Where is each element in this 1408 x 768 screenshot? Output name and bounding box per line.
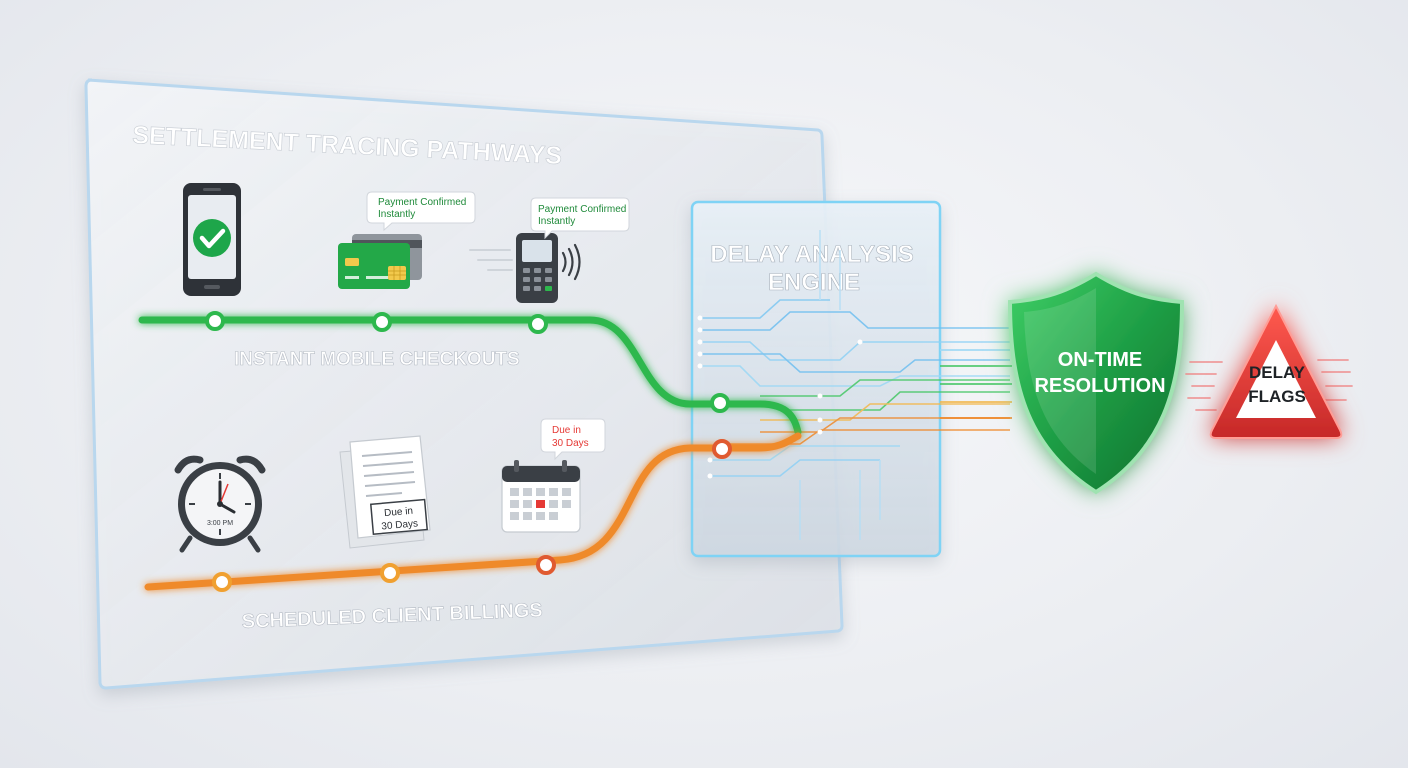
warning-triangle-icon: DELAY FLAGS: [1185, 303, 1353, 439]
scheduled-path-line: [144, 432, 802, 591]
due-bubble-line2: 30 Days: [552, 438, 589, 449]
clock-time: 3:00 PM: [207, 520, 233, 527]
warning-label-line1: DELAY: [1249, 363, 1306, 382]
instant-node-2: [372, 312, 392, 332]
output-traces: [940, 349, 1012, 419]
credit-card-icon: [338, 234, 422, 289]
invoice-stamp-line1: Due in: [384, 506, 414, 519]
instant-path: INSTANT MOBILE CHECKOUTS: [138, 311, 802, 436]
instant-path-label: INSTANT MOBILE CHECKOUTS: [234, 349, 520, 370]
phone-check-icon: [183, 183, 241, 296]
shield-icon: ON-TIME RESOLUTION: [1007, 271, 1185, 495]
payment-confirmed-bubble-2: Payment Confirmed Instantly: [530, 197, 630, 240]
circuit-traces: [700, 230, 1010, 540]
payment-confirmed-bubble-1: Payment Confirmed Instantly: [366, 191, 476, 232]
instant-node-3: [528, 314, 548, 334]
engine-title-line2: ENGINE: [768, 269, 860, 296]
engine-title-line1: DELAY ANALYSIS: [710, 241, 914, 268]
instant-node-4: [710, 393, 730, 413]
invoice-stamp-line2: 30 Days: [381, 518, 419, 532]
bubble-1-line1: Payment Confirmed: [378, 197, 466, 208]
circuit-nodes: [697, 315, 863, 479]
settlement-panel: SETTLEMENT TRACING PATHWAYS: [84, 78, 844, 690]
alarm-clock-icon: 3:00 PM: [174, 455, 266, 553]
scheduled-node-1: [212, 572, 232, 592]
scheduled-node-3: [536, 555, 556, 575]
shield-label-line1: ON-TIME: [1058, 349, 1142, 371]
card-terminal-icon: [469, 233, 581, 303]
scheduled-node-2: [380, 563, 400, 583]
bubble-2-line2: Instantly: [538, 216, 575, 227]
instant-path-line: [138, 316, 802, 436]
due-bubble: Due in 30 Days: [540, 418, 606, 461]
instant-node-1: [205, 311, 225, 331]
delay-analysis-engine: DELAY ANALYSIS ENGINE: [690, 200, 1010, 558]
calendar-icon: [501, 460, 581, 533]
due-bubble-line1: Due in: [552, 425, 581, 436]
bubble-1-line2: Instantly: [378, 209, 415, 220]
scheduled-node-4: [712, 439, 732, 459]
bubble-2-line1: Payment Confirmed: [538, 204, 626, 215]
warning-label-line2: FLAGS: [1248, 387, 1306, 406]
shield-label-line2: RESOLUTION: [1034, 375, 1165, 397]
invoice-icon: Due in 30 Days: [339, 435, 431, 549]
